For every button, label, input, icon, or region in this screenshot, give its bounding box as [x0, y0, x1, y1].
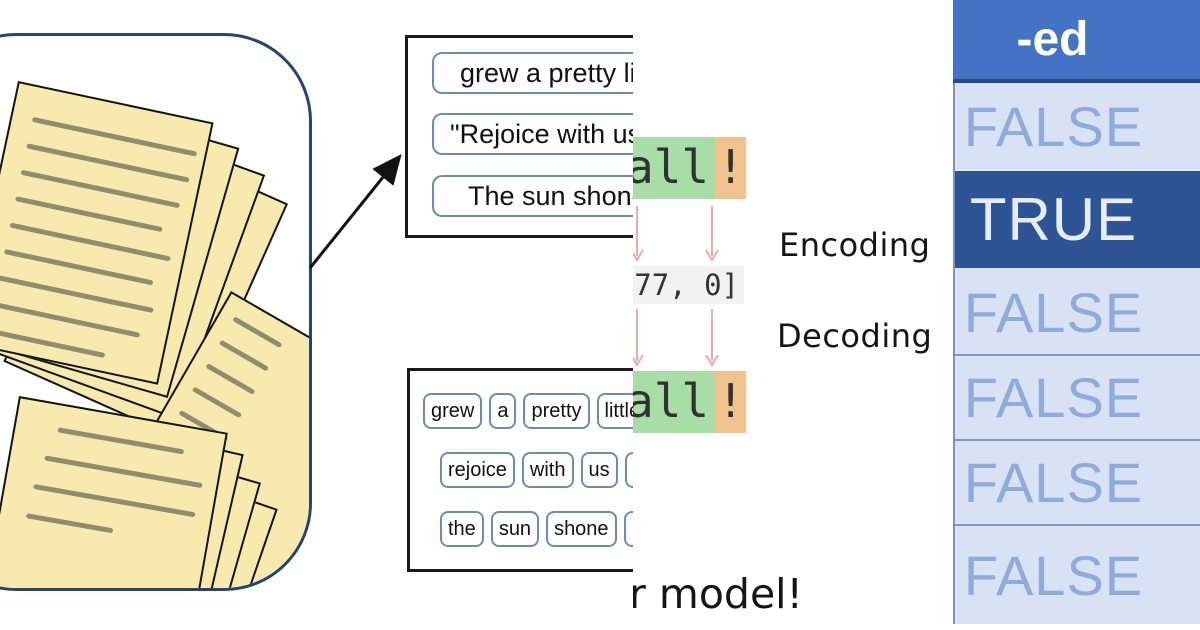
highlighted-token: all — [633, 371, 716, 433]
documents-to-sentences-arrow — [308, 153, 402, 269]
token-chip: little — [596, 393, 633, 429]
ed-feature-column: -ed FALSE TRUE FALSE FALSE FALSE FALSE — [953, 0, 1200, 630]
token-chip: sun — [490, 511, 540, 547]
document-text-lines — [137, 294, 309, 512]
feature-cell-false: FALSE — [955, 270, 1200, 356]
token-chip: a — [489, 393, 517, 429]
token-text-top: all ! — [633, 137, 747, 199]
sentence-corpus-box: grew a pretty lit "Rejoice with us, The … — [405, 35, 633, 238]
decode-arrow-icon — [633, 309, 644, 367]
token-chip: rejoice — [440, 452, 515, 488]
token-chip: the — [440, 511, 484, 547]
token-chip-partial — [624, 452, 633, 488]
encode-arrow-icon — [705, 206, 719, 262]
ed-column-header: -ed — [953, 0, 1200, 83]
token-chip: with — [521, 452, 574, 488]
token-ids-text: 77, 0] — [633, 266, 744, 304]
token-row: grew a pretty little — [423, 393, 633, 429]
encoding-label: Encoding — [779, 226, 931, 264]
feature-cell-false: FALSE — [955, 83, 1200, 171]
token-chip: grew — [423, 393, 483, 429]
tokenized-words-box: grew a pretty little rejoice with us the… — [407, 368, 633, 572]
highlighted-token: all — [633, 137, 716, 199]
highlighted-punctuation: ! — [715, 137, 747, 199]
encode-arrow-icon — [633, 206, 644, 262]
feature-cell-false: FALSE — [955, 526, 1200, 624]
token-chip: us — [580, 452, 618, 488]
tokenizer-flow-panel: all ! 77, 0] all ! Encoding Decoding r m… — [633, 0, 950, 630]
token-chip: shone — [546, 511, 617, 547]
token-row: rejoice with us — [440, 452, 633, 488]
feature-cell-false: FALSE — [955, 356, 1200, 441]
token-chip-partial — [623, 511, 633, 547]
sentence-chip: "Rejoice with us, — [432, 113, 633, 155]
ed-column-rows: FALSE TRUE FALSE FALSE FALSE FALSE — [953, 83, 1200, 624]
token-chip: pretty — [523, 393, 590, 429]
feature-cell-true: TRUE — [955, 171, 1200, 270]
token-row: the sun shone — [440, 511, 633, 547]
decode-arrow-icon — [705, 309, 719, 367]
decoding-label: Decoding — [777, 317, 933, 355]
token-text-bottom: all ! — [633, 371, 747, 433]
feature-cell-false: FALSE — [955, 441, 1200, 526]
documents-container — [0, 33, 312, 591]
highlighted-punctuation: ! — [715, 371, 747, 433]
model-caption: r model! — [633, 570, 803, 618]
sentence-chip: grew a pretty lit — [432, 52, 633, 94]
document-text-lines — [0, 83, 212, 358]
sentence-chip: The sun shone, — [432, 175, 633, 217]
